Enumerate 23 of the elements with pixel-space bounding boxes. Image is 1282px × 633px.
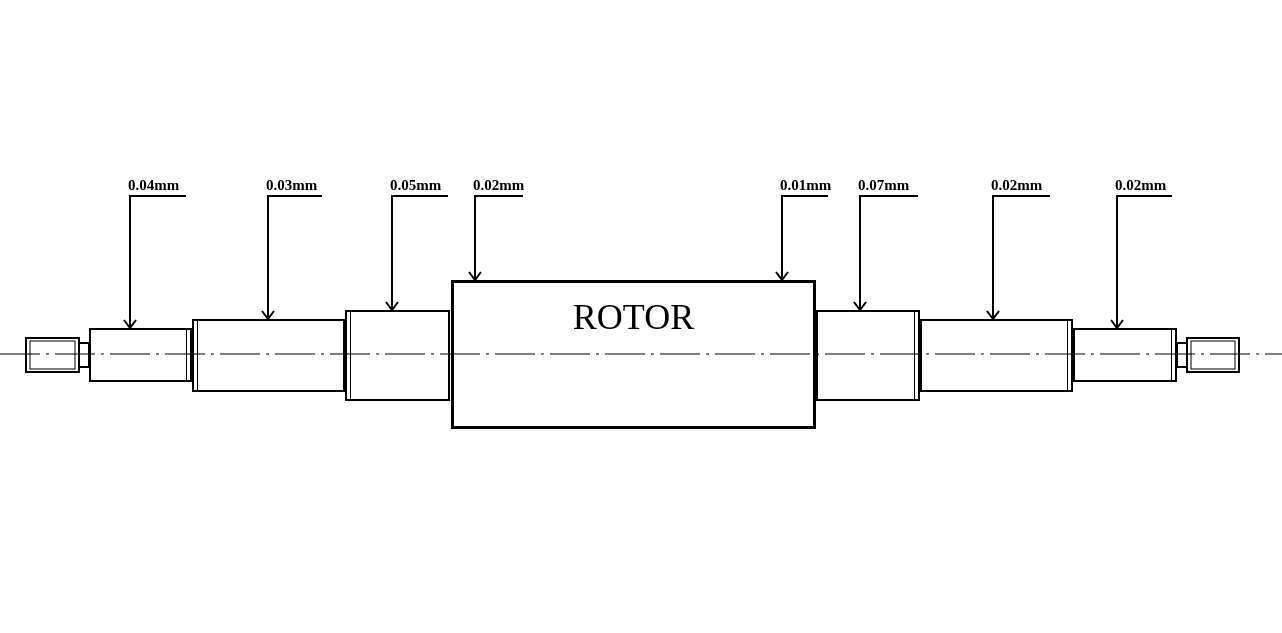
leader-arrow	[1110, 195, 1173, 329]
shaft-section	[920, 319, 1073, 392]
leader-arrow	[123, 195, 187, 329]
shaft-section	[192, 319, 345, 392]
leader-arrow	[853, 195, 919, 311]
leader-arrow	[468, 195, 524, 281]
shaft-section	[89, 328, 192, 382]
tolerance-value: 0.02mm	[991, 177, 1043, 194]
tolerance-value: 0.02mm	[1115, 177, 1167, 194]
tolerance-value: 0.01mm	[780, 177, 832, 194]
tolerance-value: 0.03mm	[266, 177, 318, 194]
shaft-section	[1073, 328, 1177, 382]
shaft-section	[816, 310, 920, 401]
tolerance-value: 0.04mm	[128, 177, 180, 194]
leader-arrow	[986, 195, 1051, 320]
leader-arrow	[385, 195, 449, 311]
rotor-body: ROTOR	[451, 280, 816, 429]
leader-arrow	[775, 195, 829, 281]
tolerance-value: 0.05mm	[390, 177, 442, 194]
tolerance-value: 0.07mm	[858, 177, 910, 194]
shaft-section	[345, 310, 450, 401]
tolerance-value: 0.02mm	[473, 177, 525, 194]
leader-arrow	[261, 195, 323, 320]
